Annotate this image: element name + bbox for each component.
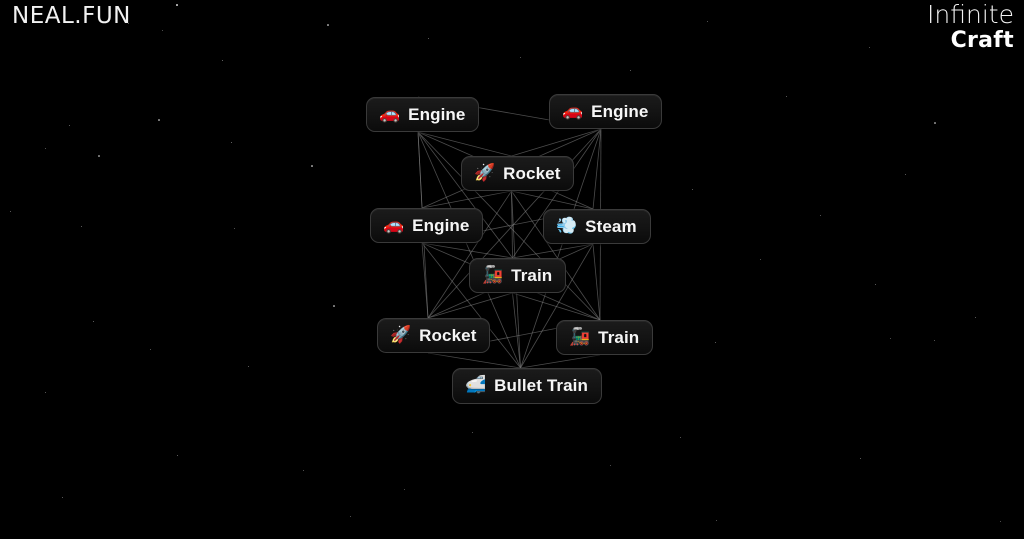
star <box>333 305 335 307</box>
star <box>404 489 406 491</box>
craft-edge <box>417 131 512 157</box>
car-icon: 🚗 <box>379 103 401 124</box>
star <box>472 432 474 434</box>
cloud-icon: 💨 <box>556 215 578 236</box>
craft-edge <box>511 190 594 210</box>
craft-edge <box>511 190 513 259</box>
craft-edge <box>421 242 429 319</box>
star <box>222 60 224 62</box>
craft-node-engine-top-right[interactable]: 🚗 Engine <box>549 94 663 129</box>
star <box>62 497 64 499</box>
craft-node-engine-top-left[interactable]: 🚗 Engine <box>366 97 480 132</box>
star <box>428 38 430 40</box>
craft-edge <box>520 354 601 369</box>
star <box>786 96 788 98</box>
train-icon: 🚂 <box>482 264 504 285</box>
star <box>890 338 892 340</box>
craft-node-train-center[interactable]: 🚂 Train <box>469 258 567 293</box>
star <box>177 455 179 457</box>
craft-node-label: Engine <box>408 104 466 124</box>
star <box>69 125 71 127</box>
star <box>93 321 95 323</box>
star <box>158 119 160 121</box>
craft-node-bullet-train[interactable]: 🚅 Bullet Train <box>452 368 602 404</box>
craft-node-steam-mid-right[interactable]: 💨 Steam <box>543 209 651 244</box>
star <box>680 437 682 439</box>
rocket-icon: 🚀 <box>474 162 496 183</box>
star <box>45 392 47 394</box>
star <box>715 342 717 344</box>
star <box>860 458 862 460</box>
star <box>630 70 632 72</box>
star <box>327 24 329 26</box>
star <box>311 165 313 167</box>
craft-node-engine-mid-left[interactable]: 🚗 Engine <box>370 208 484 243</box>
star <box>234 228 236 230</box>
star <box>975 317 977 319</box>
car-icon: 🚗 <box>383 214 405 235</box>
craft-node-rocket-lower-left[interactable]: 🚀 Rocket <box>377 318 491 353</box>
craft-edge <box>427 292 513 319</box>
star <box>98 155 100 157</box>
neal-fun-logo[interactable]: NEAL.FUN <box>12 3 131 29</box>
craft-edge <box>421 242 513 259</box>
game-title-craft: Craft <box>950 27 1014 53</box>
craft-node-label: Rocket <box>503 163 561 183</box>
star <box>760 259 762 261</box>
star <box>875 284 877 286</box>
star <box>1000 521 1002 523</box>
star <box>707 21 709 23</box>
craft-node-label: Engine <box>412 215 470 235</box>
star <box>610 465 612 467</box>
craft-node-label: Train <box>511 265 553 285</box>
craft-edge <box>512 292 601 321</box>
craft-edge <box>512 243 594 259</box>
star <box>692 189 694 191</box>
star <box>81 226 83 228</box>
craft-node-train-lower-right[interactable]: 🚂 Train <box>556 320 654 355</box>
star <box>905 174 907 176</box>
star <box>176 4 178 6</box>
craft-node-rocket-upper[interactable]: 🚀 Rocket <box>461 156 575 191</box>
craft-node-label: Steam <box>585 216 637 236</box>
star <box>716 520 718 522</box>
car-icon: 🚗 <box>562 100 584 121</box>
star <box>150 349 152 351</box>
game-title-infinite: Infinite <box>927 0 1014 29</box>
star <box>934 122 936 124</box>
star <box>350 516 352 518</box>
craft-node-label: Bullet Train <box>494 376 588 395</box>
star <box>869 47 871 49</box>
star <box>162 30 164 32</box>
craft-edge <box>427 352 521 369</box>
craft-node-label: Train <box>598 327 640 347</box>
craft-edge <box>512 292 521 369</box>
craft-edge <box>511 128 602 157</box>
craft-edge <box>417 131 423 209</box>
game-title: Infinite Craft <box>927 0 1014 53</box>
craft-node-label: Rocket <box>419 325 477 345</box>
star <box>45 148 47 150</box>
craft-edge <box>592 243 601 321</box>
rocket-icon: 🚀 <box>390 324 412 345</box>
star <box>934 340 936 342</box>
craft-edge <box>421 190 512 209</box>
train-icon: 🚂 <box>569 326 591 347</box>
star <box>303 470 305 472</box>
bullet-train-icon: 🚅 <box>465 375 487 395</box>
craft-node-label: Engine <box>591 101 649 121</box>
star <box>10 211 12 213</box>
star <box>248 366 250 368</box>
craft-edge <box>592 128 602 210</box>
star <box>820 215 822 217</box>
star <box>520 57 522 59</box>
star <box>231 142 233 144</box>
